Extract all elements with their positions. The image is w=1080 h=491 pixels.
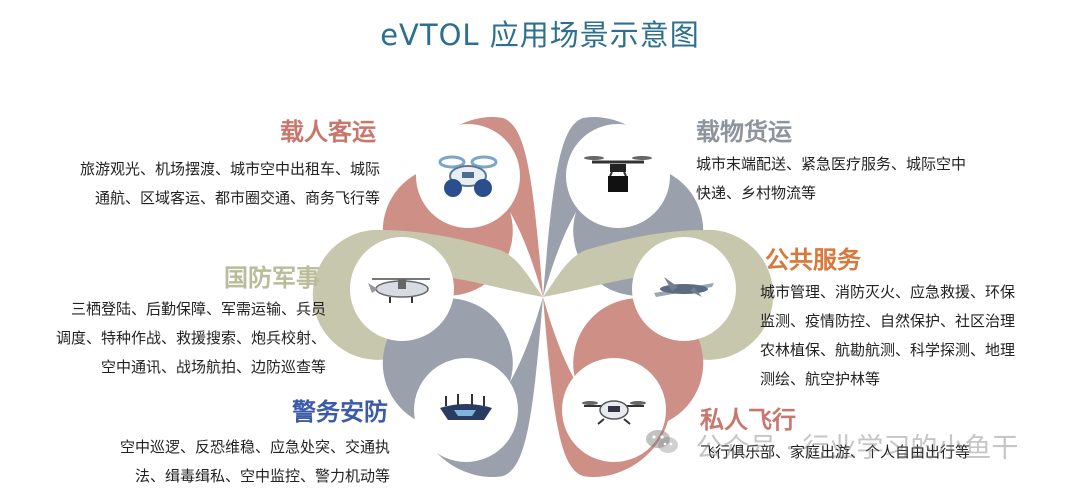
category-title-private: 私人飞行	[700, 405, 796, 434]
police-evtol-icon	[440, 394, 492, 420]
category-desc-police: 空中巡逻、反恐维稳、应急处突、交通执 法、缉毒缉私、空中监控、警力机动等	[60, 433, 390, 491]
passenger-evtol-icon	[438, 155, 498, 197]
desc-line: 旅游观光、机场摆渡、城市空中出租车、城际	[79, 160, 380, 178]
military-evtol-icon	[368, 278, 430, 303]
desc-line: 通航、区域客运、都市圈交通、商务飞行等	[94, 189, 380, 207]
watermark: 公众号 · 行业学习的小鱼干	[645, 426, 1065, 466]
category-desc-private: 飞行俱乐部、家庭出游、个人自由出行等	[700, 438, 1030, 467]
desc-line: 空中巡逻、反恐维稳、应急处突、交通执	[119, 438, 390, 456]
category-desc-public: 城市管理、消防灭火、应急救援、环保 监测、疫情防控、自然保护、社区治理 农林植保…	[760, 278, 1060, 394]
cargo-drone-icon	[584, 156, 652, 192]
wechat-icon	[645, 428, 679, 463]
category-desc-passenger: 旅游观光、机场摆渡、城市空中出租车、城际 通航、区域客运、都市圈交通、商务飞行等	[40, 155, 380, 213]
category-title-military: 国防军事	[224, 263, 320, 292]
desc-line: 农林植保、航勘航测、科学探测、地理	[760, 341, 1016, 359]
desc-line: 飞行俱乐部、家庭出游、个人自由出行等	[700, 443, 971, 461]
category-title-cargo: 载物货运	[696, 117, 792, 146]
fixed-wing-evtol-icon	[654, 277, 714, 297]
desc-line: 法、缉毒缉私、空中监控、警力机动等	[134, 467, 390, 485]
personal-evtol-icon	[582, 400, 646, 425]
watermark-text: 公众号 · 行业学习的小鱼干	[695, 433, 1019, 464]
category-desc-military: 三栖登陆、后勤保障、军需运输、兵员 调度、特种作战、救援搜索、炮兵校射、 空中通…	[26, 295, 326, 382]
desc-line: 城市末端配送、紧急医疗服务、城际空中	[696, 155, 967, 173]
category-title-police: 警务安防	[292, 397, 388, 426]
desc-line: 调度、特种作战、救援搜索、炮兵校射、	[55, 329, 326, 347]
category-title-public: 公共服务	[765, 245, 861, 274]
page-title: eVTOL 应用场景示意图	[380, 18, 700, 52]
desc-line: 快递、乡村物流等	[696, 184, 817, 202]
desc-line: 监测、疫情防控、自然保护、社区治理	[760, 312, 1016, 330]
category-desc-cargo: 城市末端配送、紧急医疗服务、城际空中 快递、乡村物流等	[696, 150, 1026, 208]
desc-line: 城市管理、消防灭火、应急救援、环保	[760, 283, 1016, 301]
desc-line: 测绘、航空护林等	[760, 370, 881, 388]
desc-line: 三栖登陆、后勤保障、军需运输、兵员	[70, 300, 326, 318]
desc-line: 空中通讯、战场航拍、边防巡查等	[100, 358, 326, 376]
category-title-passenger: 载人客运	[280, 117, 376, 146]
